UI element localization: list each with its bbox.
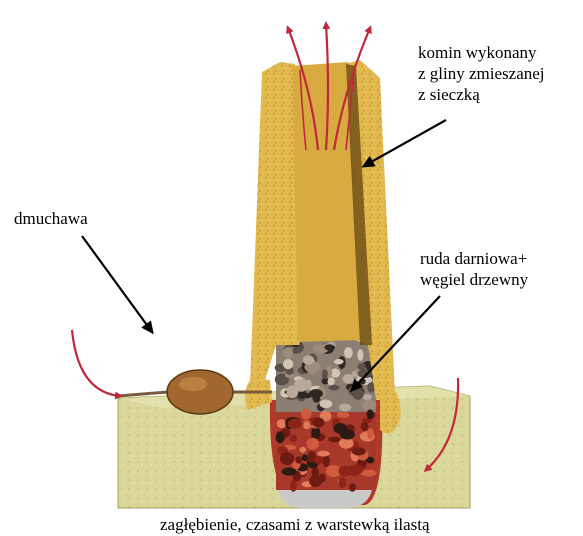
- ore-label-line: węgiel drzewny: [420, 269, 528, 290]
- charcoal-lump: [290, 480, 297, 492]
- charcoal-lump: [276, 432, 285, 444]
- charcoal-lump: [317, 451, 330, 457]
- charcoal-lump: [352, 447, 366, 455]
- ore-lump: [322, 369, 328, 379]
- charcoal-lump: [315, 456, 324, 465]
- charcoal-lump: [277, 419, 286, 428]
- charcoal-lump: [338, 477, 346, 488]
- charcoal-lump: [303, 422, 310, 429]
- charcoal-lump: [328, 437, 340, 443]
- charcoal-lump: [361, 470, 376, 477]
- ore-label: ruda darniowa+ węgiel drzewny: [420, 248, 528, 290]
- ore-lump: [334, 359, 344, 365]
- ore-lump: [344, 347, 353, 358]
- charcoal-lump: [295, 456, 302, 463]
- charcoal-lump: [313, 417, 325, 427]
- charcoal-lump: [361, 422, 369, 431]
- charcoal-lump: [337, 411, 343, 417]
- ore-lump: [328, 377, 335, 385]
- charcoal-lump: [349, 483, 356, 492]
- charcoal-lump: [339, 466, 352, 477]
- glowing-charcoal: [276, 409, 377, 492]
- charcoal-lump: [281, 468, 296, 476]
- chimney-label: komin wykonany z gliny zmieszanej z siec…: [418, 42, 545, 105]
- charcoal-lump: [299, 447, 306, 453]
- ore-lump: [320, 399, 333, 408]
- charcoal-lump: [290, 435, 297, 443]
- chimney-label-line: z sieczką: [418, 84, 545, 105]
- ore-lump: [283, 347, 293, 359]
- ore-lump: [303, 355, 314, 365]
- ore-lump: [343, 374, 354, 384]
- charcoal-lump: [340, 429, 355, 439]
- ore-lump: [357, 363, 365, 370]
- ore-charcoal-fill: [275, 340, 379, 412]
- ore-lump: [305, 380, 312, 390]
- charcoal-lump: [339, 438, 354, 449]
- charcoal-lump: [367, 409, 374, 419]
- ore-lump: [328, 385, 339, 391]
- ore-lump: [357, 349, 363, 361]
- ore-lump: [324, 344, 335, 350]
- ore-lump: [339, 404, 351, 412]
- charcoal-lump: [307, 438, 320, 450]
- charcoal-lump: [288, 419, 302, 429]
- ore-lump: [312, 395, 320, 403]
- chimney-label-line: komin wykonany: [418, 42, 545, 63]
- charcoal-lump: [367, 428, 374, 439]
- ore-lump: [283, 359, 293, 369]
- pit-label: zagłębienie, czasami z warstewką ilastą: [160, 514, 430, 535]
- charcoal-lump: [301, 409, 312, 420]
- chimney-label-line: z gliny zmieszanej: [418, 63, 545, 84]
- ore-lump: [286, 385, 298, 398]
- charcoal-lump: [280, 452, 294, 465]
- charcoal-lump: [322, 455, 329, 467]
- ore-lump: [362, 400, 377, 411]
- ore-label-line: ruda darniowa+: [420, 248, 528, 269]
- blower-label: dmuchawa: [14, 208, 88, 229]
- charcoal-lump: [311, 467, 319, 478]
